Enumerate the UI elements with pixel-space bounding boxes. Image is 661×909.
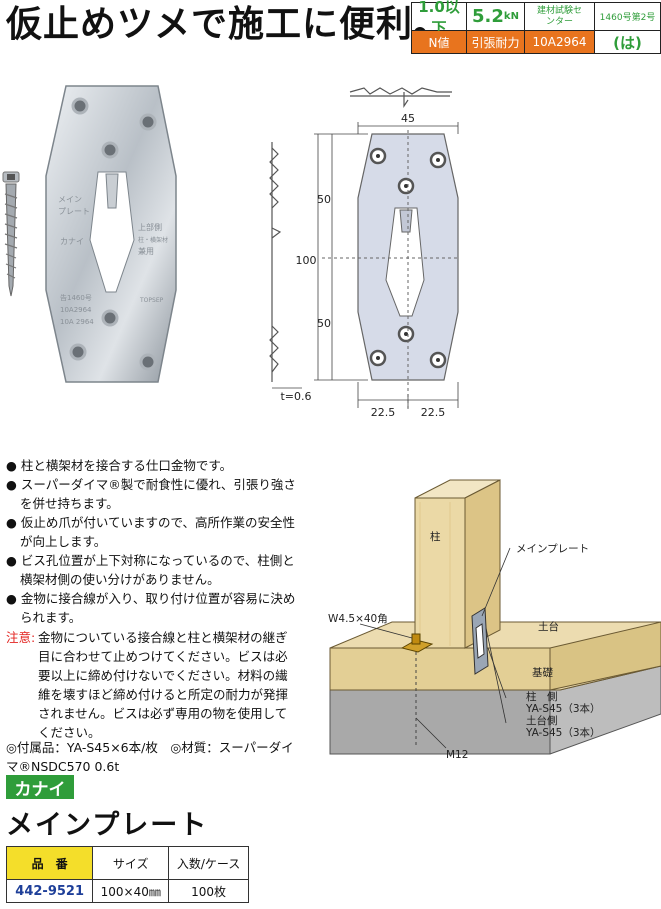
installation-illustration: 柱 メインプレート W4.5×40角 土台 基礎 M12 柱 側 YA-S45（… [328,479,661,761]
dim-half-left: 22.5 [371,406,396,419]
feature-item: 柱と横架材を接合する仕口金物です。 [6,456,298,475]
center-label: 建材試験センター [525,3,595,31]
dim-height-top: 50 [317,193,331,206]
dim-height-bottom: 50 [317,317,331,330]
screw-image [2,171,20,297]
cell-size: 100×40㎜ [92,879,170,903]
header-code: 品 番 [5,846,94,880]
cell-qty: 100枚 [168,879,249,903]
header-size: サイズ [92,846,170,880]
cell-code: 442-9521 [5,879,94,903]
stamp-5: 柱・横架材 [138,236,168,244]
n-value: 1.0以下 [412,0,467,37]
tension-label: 引張耐力 [467,31,525,53]
dim-thickness: t=0.6 [280,390,311,403]
label-pillar-side: 柱 側 [526,690,558,703]
plate-image: メイン プレート カナイ 上部側 柱・横架材 兼用 告1460号 10A2964… [45,85,177,383]
stamp-4: 上部側 [138,222,162,232]
tension-value: 5.2 [472,6,504,27]
center-code: 10A2964 [525,31,595,53]
std-label: 1460号第2号 [595,3,660,31]
stamp-2: プレート [58,207,90,216]
product-name: メインプレート [6,810,209,841]
dim-height-total: 100 [296,254,317,267]
table-row: 442-9521 100×40㎜ 100枚 [5,879,249,903]
header-qty: 入数/ケース [168,846,249,880]
stamp-3: カナイ [60,237,84,246]
feature-item: ビス孔位置が上下対称になっているので、柱側と横架材側の使い分けがありません。 [6,551,298,589]
label-pillar: 柱 [430,530,441,543]
n-label: N値 [412,31,467,53]
stamp-1: メイン [58,195,82,204]
label-pillar-screw: YA-S45（3本） [525,702,601,715]
technical-drawing: 45 50 100 50 22.5 22.5 t=0.6 [269,87,459,419]
dim-half-right: 22.5 [421,406,446,419]
accessories-text: ◎付属品：YA-S45×6本/枚 ◎材質：スーパーダイマ®NSDC570 0.6… [6,740,294,774]
caution-text: 金物についている接合線と柱と横架材の継ぎ目に合わせて止めつけてください。ビスは必… [38,630,289,740]
label-bolt: W4.5×40角 [328,613,388,625]
dim-width: 45 [401,112,415,125]
feature-item: 仮止め爪が付いていますので、高所作業の安全性が向上します。 [6,513,298,551]
stamp-9: 10A 2964 [60,318,94,326]
feature-item: 金物に接合線が入り、取り付け位置が容易に決められます。 [6,589,298,627]
std-code: (は) [595,31,660,53]
headline: 仮止めツメで施工に便利。 [6,4,451,45]
stamp-10: TOPSEP [139,297,164,304]
label-foundation: 基礎 [532,666,553,679]
product-photo: メイン プレート カナイ 上部側 柱・横架材 兼用 告1460号 10A2964… [2,85,177,383]
label-anchor: M12 [446,749,468,761]
stamp-8: 10A2964 [60,306,92,314]
caution-label: 注意: [6,630,36,645]
label-main-plate: メインプレート [516,543,589,555]
product-table: 品 番 サイズ 入数/ケース 442-9521 100×40㎜ 100枚 [5,846,249,903]
feature-list: 柱と横架材を接合する仕口金物です。 スーパーダイマ®製で耐食性に優れ、引張り強さ… [6,456,298,627]
feature-item: スーパーダイマ®製で耐食性に優れ、引張り強さを併せ持ちます。 [6,475,298,513]
label-sill: 土台 [538,620,559,633]
tension-unit: kN [503,11,519,22]
caution-note: 注意: 金物についている接合線と柱と横架材の継ぎ目に合わせて止めつけてください。… [6,628,298,742]
brand-badge: カナイ [6,775,74,800]
side-edge-view [269,142,282,382]
plate-outline [322,130,459,412]
stamp-6: 兼用 [138,246,154,256]
label-sill-side: 土台側 [526,714,558,727]
top-edge-view [349,87,452,108]
label-sill-screw: YA-S45（3本） [525,726,601,739]
stamp-7: 告1460号 [60,293,92,302]
